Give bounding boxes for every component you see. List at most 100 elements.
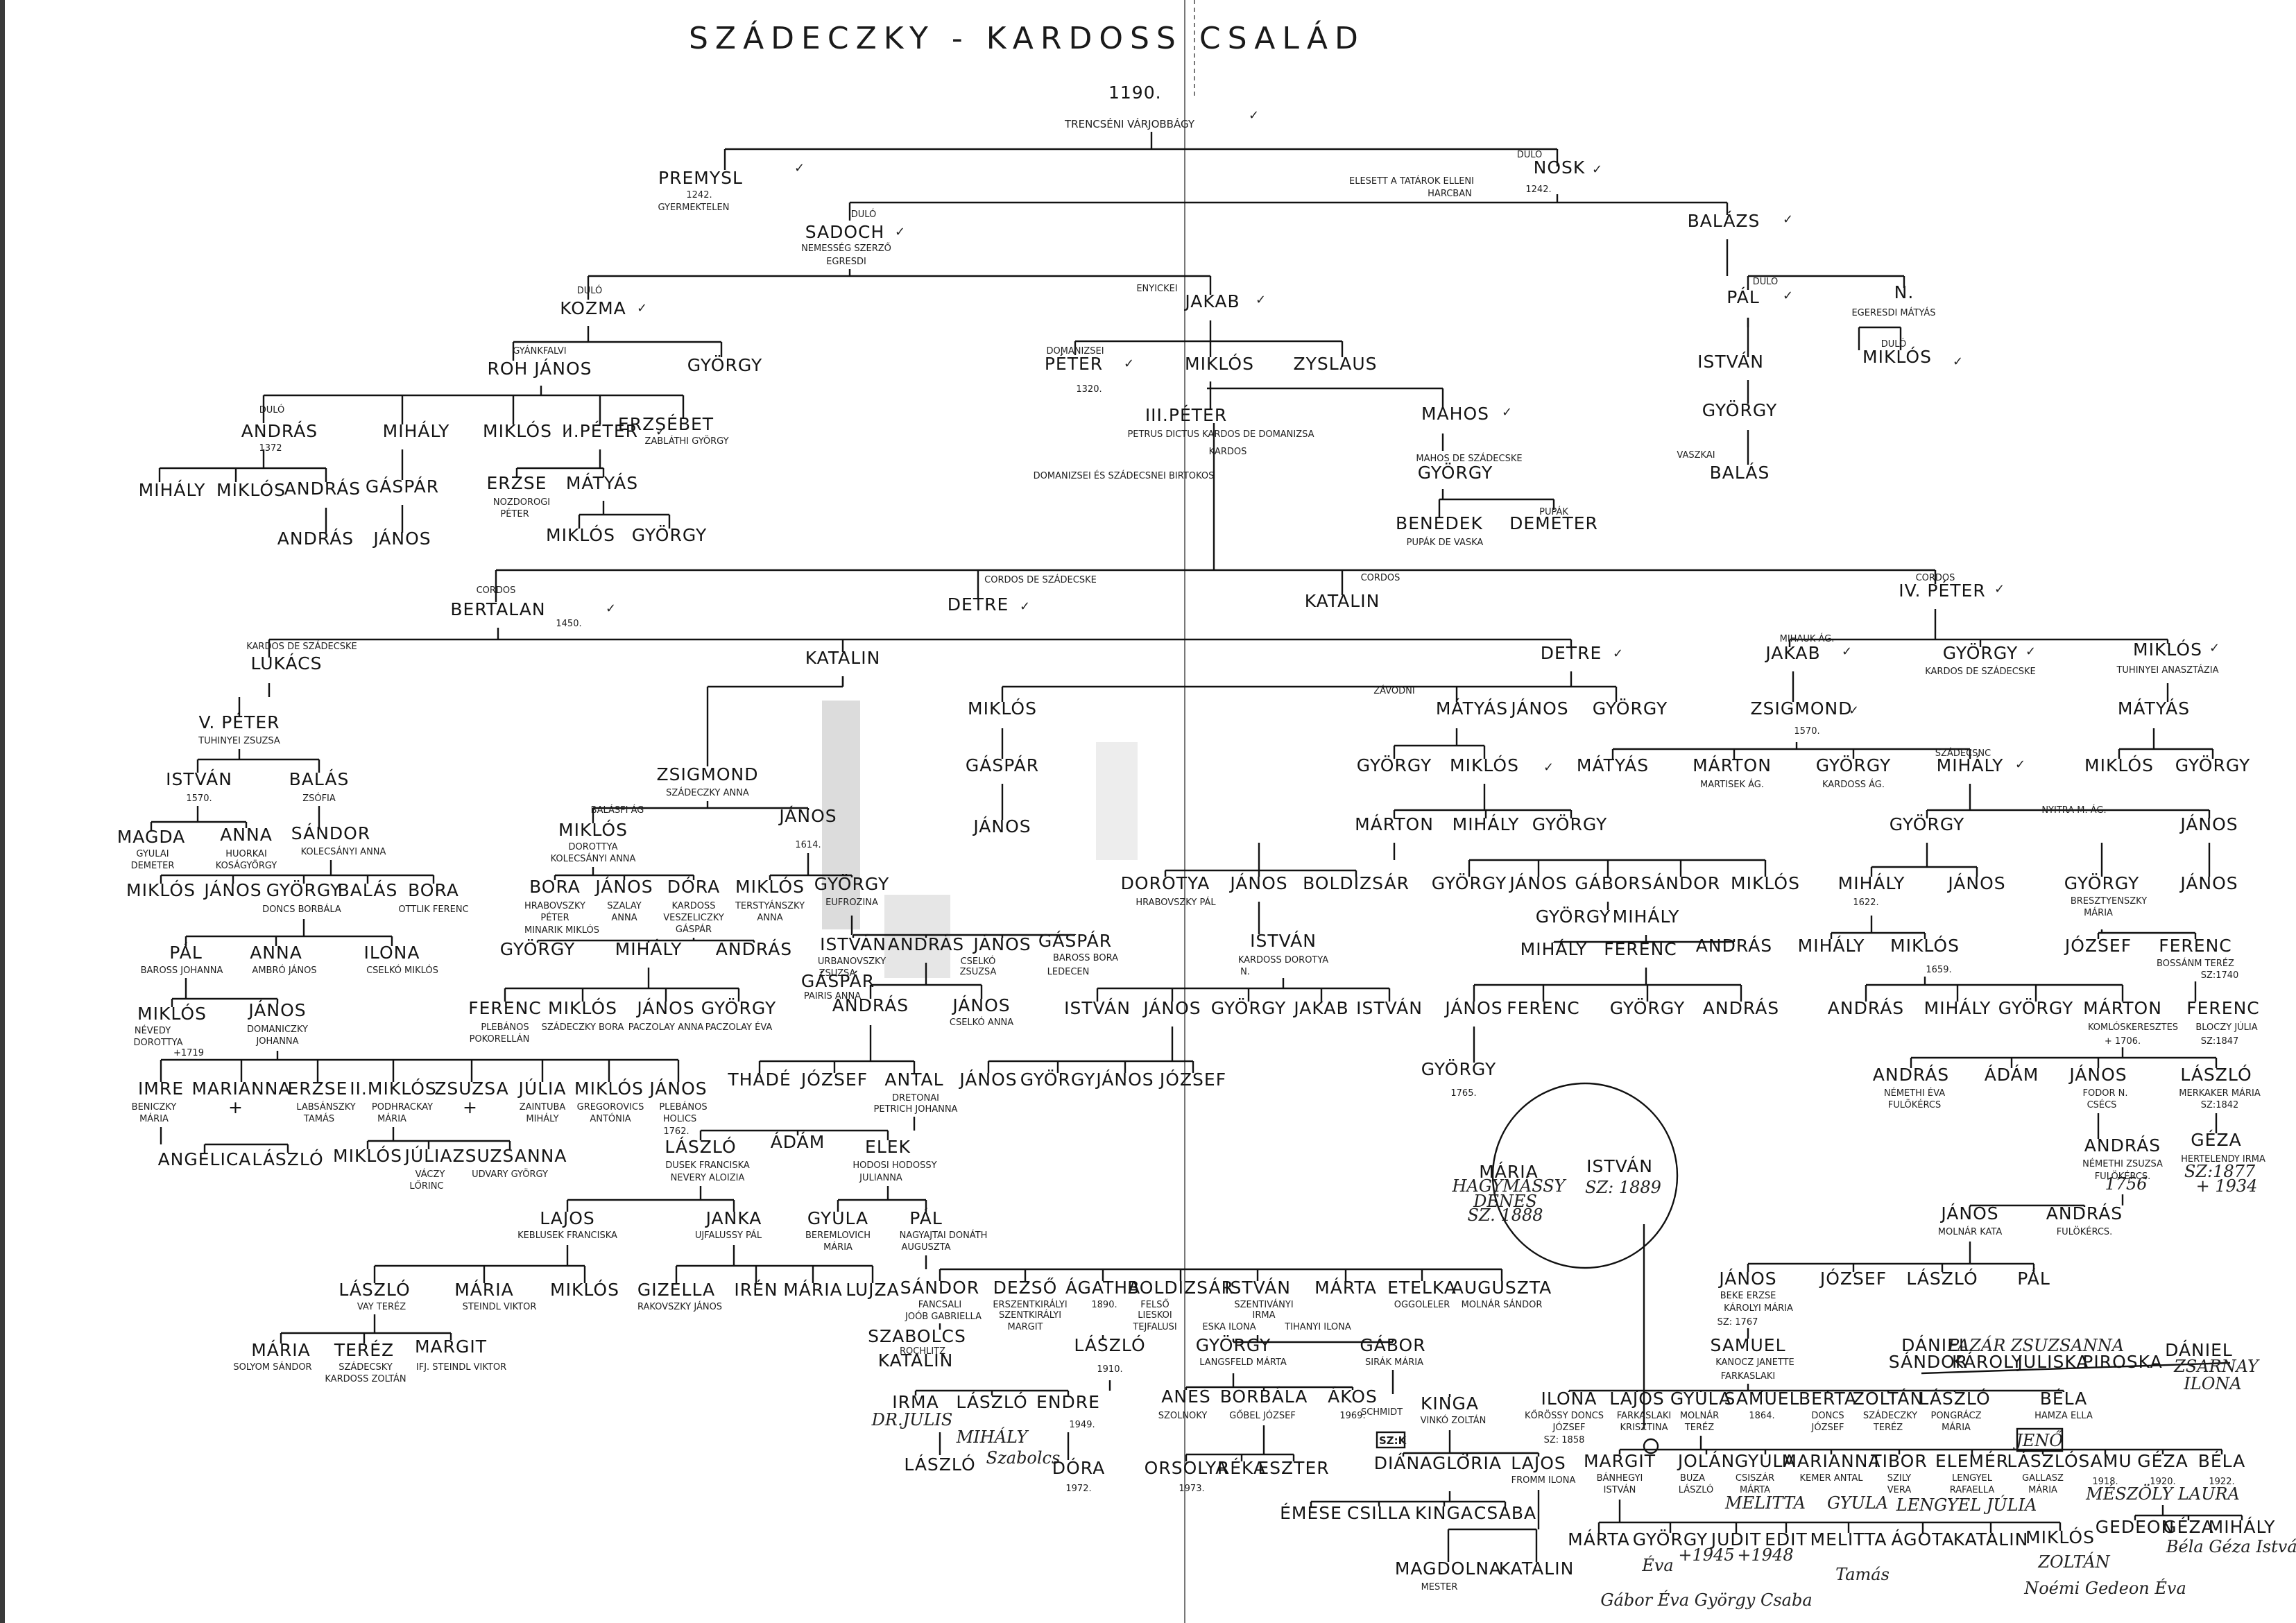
handwritten-note: SZ:1877 bbox=[2184, 1162, 2256, 1181]
spouse-note: IFJ. STEINDL VIKTOR bbox=[416, 1362, 506, 1373]
person-name: CSILLA bbox=[1347, 1503, 1411, 1523]
spouse-note: RAKOVSZKY JÁNOS bbox=[637, 1301, 722, 1312]
person-name: MIHÁLY bbox=[1924, 998, 1991, 1018]
check-marks: ✓✓✓✓✓✓✓✓✓✓✓✓✓✓✓✓✓✓✓✓✓✓✓ bbox=[562, 108, 2220, 775]
person-name: JÁNOS bbox=[648, 1079, 707, 1099]
person-name: ZSIGMOND bbox=[1751, 698, 1853, 719]
spouse-note: GYULAI bbox=[136, 849, 169, 859]
person-name: ERZSE bbox=[288, 1079, 348, 1099]
spouse-note: OGGOLELER bbox=[1394, 1300, 1450, 1310]
spouse-note: KARDOSS DOROTYA bbox=[1238, 955, 1328, 965]
spouse-note: STEINDL VIKTOR bbox=[463, 1302, 537, 1312]
spouse-note: CSELKÓ ANNA bbox=[950, 1017, 1013, 1028]
spouse-note: NOZDOROGI bbox=[493, 497, 550, 508]
person-name: LÁSZLÓ bbox=[252, 1149, 323, 1169]
person-name: BERTA bbox=[1799, 1389, 1857, 1409]
spouse-note: SZ:1842 bbox=[2201, 1100, 2239, 1110]
spouse-note: KÁROLYI MÁRIA bbox=[1724, 1303, 1793, 1314]
person-name: GYÖRGY bbox=[1943, 643, 2018, 663]
person-name: III.PÉTER bbox=[1145, 405, 1227, 425]
person-name: DÁNIEL bbox=[2165, 1340, 2233, 1360]
person-name: MIKLÓS bbox=[1731, 873, 1800, 893]
spouse-note: HARCBAN bbox=[1428, 189, 1472, 199]
handwritten-note: 1756 bbox=[2105, 1174, 2147, 1194]
person-name: MARGIT bbox=[415, 1337, 487, 1357]
couple-circle bbox=[1491, 1082, 1679, 1269]
spouse-note: 1570. bbox=[186, 793, 212, 804]
person-name: ERZSÉBET bbox=[618, 414, 714, 434]
spouse-note: BÁNHEGYI bbox=[1597, 1472, 1643, 1484]
person-name: MÁTYÁS bbox=[2118, 698, 2190, 719]
spouse-note: SZ: 1767 bbox=[1717, 1317, 1758, 1328]
spouse-note: DULÓ bbox=[1753, 276, 1779, 287]
person-name: ANDRÁS bbox=[277, 529, 354, 549]
spouse-note: FULÖKÉRCS bbox=[1888, 1099, 1941, 1110]
spouse-note: 1372 bbox=[259, 443, 282, 454]
person-name: GYÖRGY bbox=[1432, 873, 1507, 893]
page-title: SZÁDECZKY - KARDOSS CSALÁD bbox=[689, 19, 1365, 56]
person-name: FERENC bbox=[2186, 998, 2260, 1018]
person-name: ZSUZSA bbox=[434, 1079, 508, 1099]
person-name: MAHOS bbox=[1421, 404, 1489, 424]
person-name: LAJOS bbox=[1609, 1389, 1665, 1409]
person-name: GYÖRGY bbox=[1702, 400, 1777, 420]
spouse-note: DONCS bbox=[1811, 1411, 1844, 1421]
handwritten-note: SZ: 1889 bbox=[1585, 1178, 1661, 1197]
person-name: GYÖRGY bbox=[1610, 998, 1685, 1018]
person-name: BORBÁLA bbox=[1220, 1386, 1308, 1407]
handwritten-note: Szabolcs bbox=[986, 1448, 1061, 1468]
spouse-note: 1765. bbox=[1450, 1088, 1476, 1099]
spouse-note: 1242. bbox=[686, 190, 712, 200]
spouse-note: KEBLUSEK FRANCISKA bbox=[517, 1230, 617, 1241]
spouse-note: JOHANNA bbox=[255, 1036, 298, 1047]
spouse-note: CSÉCS bbox=[2087, 1099, 2117, 1110]
handwritten-note: ILONA bbox=[2183, 1374, 2241, 1393]
spouse-note: PETRICH JOHANNA bbox=[874, 1104, 958, 1115]
spouse-note: N. bbox=[1240, 967, 1250, 977]
person-name: MAGDOLNA bbox=[1395, 1558, 1502, 1579]
spouse-note: VÁCZY bbox=[415, 1169, 445, 1180]
handwritten-note: PAZÁR ZSUZSANNA bbox=[1947, 1335, 2124, 1355]
check-mark: ✓ bbox=[606, 601, 616, 616]
person-name: ÁGOTA bbox=[1891, 1529, 1954, 1549]
person-name: GÉZA bbox=[2137, 1451, 2188, 1471]
person-name: JÁNOS bbox=[2068, 1065, 2127, 1085]
person-name: MÁRIA bbox=[454, 1280, 514, 1300]
person-name: ROH JÁNOS bbox=[487, 359, 592, 379]
person-name: LÁSZLÓ bbox=[665, 1136, 736, 1157]
person-name: ISTVÁN bbox=[1586, 1156, 1653, 1176]
spouse-note: KARDOS bbox=[1209, 447, 1247, 457]
spouse-note: SIRÁK MÁRIA bbox=[1365, 1357, 1423, 1368]
spouse-note: TIHANYI ILONA bbox=[1284, 1322, 1351, 1332]
handwritten-note: MÉSZÖLY LAURA bbox=[2085, 1484, 2240, 1504]
spouse-note: MINARIK MIKLÓS bbox=[524, 925, 599, 936]
person-name: KATALIN bbox=[1953, 1529, 2029, 1549]
handwritten-note: HAGYMÁSSY bbox=[1451, 1176, 1566, 1196]
person-name: PÁL bbox=[1727, 287, 1760, 307]
person-name: MIHÁLY bbox=[1798, 936, 1865, 956]
spouse-note: CSISZÁR bbox=[1736, 1472, 1774, 1484]
check-mark: ✓ bbox=[656, 424, 666, 439]
spouse-note: BEKE ERZSE bbox=[1720, 1291, 1776, 1301]
spouse-note: VESZELICZKY bbox=[663, 913, 724, 923]
person-name: SZABOLCS bbox=[868, 1326, 966, 1346]
person-name: LUKÁCS bbox=[251, 653, 323, 673]
spouse-note: SOLYOM SÁNDOR bbox=[233, 1362, 311, 1373]
person-name: GYÖRGY bbox=[266, 880, 341, 900]
person-name: II.PÉTER bbox=[562, 421, 638, 441]
person-name: MIKLÓS bbox=[483, 420, 552, 441]
spouse-note: SZÁDECZKY BORA bbox=[542, 1022, 624, 1033]
person-name: BORA bbox=[529, 877, 581, 897]
person-name: JÁNOS bbox=[951, 995, 1010, 1015]
handwritten-note: +1945 bbox=[1678, 1545, 1734, 1565]
spouse-note: DOMANIZSEI ÉS SZÁDECSNEI BIRTOKOS bbox=[1034, 470, 1215, 481]
spouse-note: AMBRÓ JÁNOS bbox=[252, 965, 316, 976]
person-name: FERENC bbox=[1604, 939, 1677, 959]
person-name: DOROTYA bbox=[1121, 873, 1210, 893]
person-name: ÁDÁM bbox=[1985, 1065, 2039, 1085]
spouse-note: ZSÓFIA bbox=[302, 793, 336, 804]
spouse-note: PLEBÁNOS bbox=[481, 1022, 529, 1033]
person-name: JOLÁN bbox=[1677, 1451, 1735, 1471]
person-name: + bbox=[463, 1097, 478, 1117]
person-name: MIKLÓS bbox=[216, 479, 286, 500]
